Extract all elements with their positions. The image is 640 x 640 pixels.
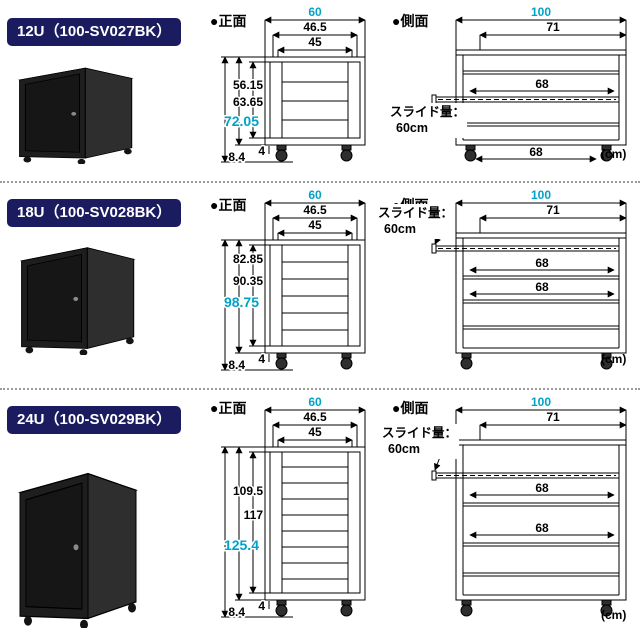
dim-side-shelf-upper: 68 — [535, 481, 549, 495]
dim-front-caster-height: 8.4 — [228, 358, 245, 372]
dim-front-width-mid: 46.5 — [303, 410, 327, 424]
dim-front-base-height: 4 — [258, 352, 265, 366]
caster-wheel — [126, 337, 134, 345]
dim-front-height-total: 72.05 — [224, 113, 259, 129]
dim-front-base-height: 4 — [258, 599, 265, 613]
slide-amount-label: スライド量： — [378, 206, 454, 220]
caster-wheel — [79, 349, 88, 355]
dim-front-height-mid: 63.65 — [233, 95, 263, 109]
dim-side-depth-top: 71 — [546, 410, 560, 424]
dim-side-depth-top: 71 — [546, 20, 560, 34]
dim-front-width-total: 60 — [308, 188, 322, 202]
door-handle — [73, 544, 79, 551]
caster-wheel — [77, 158, 86, 164]
slide-amount-value: 60cm — [384, 222, 416, 237]
dim-front-base-height: 4 — [258, 144, 265, 158]
dim-front-width-mid: 46.5 — [303, 20, 327, 34]
slide-amount-label: スライド量： — [382, 426, 458, 440]
dim-side-shelf-upper: 68 — [535, 256, 549, 270]
dim-front-width-mid: 46.5 — [303, 203, 327, 217]
dim-side-depth-total: 100 — [531, 5, 551, 19]
dim-front-width-inner: 45 — [308, 218, 322, 232]
dim-side-shelf-lower: 68 — [529, 145, 543, 159]
unit-note: (cm) — [601, 608, 627, 622]
dim-front-height-inner: 56.15 — [233, 78, 263, 92]
side-dimension-drawing-18u: 100 71 68 68 — [431, 188, 627, 370]
dim-side-shelf-upper: 68 — [535, 77, 549, 91]
dim-side-depth-top: 71 — [546, 203, 560, 217]
dim-front-height-mid: 117 — [244, 508, 264, 522]
rack-photo-shapes — [18, 472, 138, 628]
door-handle — [71, 112, 77, 116]
dim-side-depth-total: 100 — [531, 395, 551, 409]
unit-note: (cm) — [601, 147, 627, 161]
slide-amount-value: 60cm — [388, 442, 420, 457]
dim-front-height-inner: 109.5 — [233, 484, 263, 498]
dim-front-width-inner: 45 — [308, 35, 322, 49]
section-18u: 18U（100-SV028BK） ●正面 ●側面 — [0, 183, 640, 390]
product-photo-18u — [19, 247, 136, 355]
front-drawing-lines — [221, 406, 366, 618]
dim-front-height-total: 98.75 — [224, 294, 259, 310]
dim-front-caster-height: 8.4 — [228, 605, 245, 619]
side-drawing-lines — [431, 406, 627, 617]
front-view-label: ●正面 — [210, 400, 247, 416]
side-drawing-lines — [431, 199, 627, 370]
caster-wheel — [80, 619, 88, 628]
front-drawing-lines — [221, 16, 366, 163]
slide-amount-note: スライド量： 60cm — [388, 103, 468, 138]
front-view-label: ●正面 — [210, 13, 247, 29]
front-drawing-lines — [221, 199, 366, 371]
rack-photo-shapes — [17, 67, 134, 164]
unit-note: (cm) — [601, 352, 627, 366]
dim-side-shelf-lower: 68 — [535, 521, 549, 535]
side-dimension-drawing-24u: 100 71 68 68 — [431, 395, 627, 617]
section-12u: 12U（100-SV027BK） ●正面 ●側面 — [0, 0, 640, 183]
front-dimension-drawing-24u: 60 46.5 45 109.5 117 125.4 4 8.4 — [221, 395, 366, 621]
product-photo-12u — [17, 67, 134, 164]
dim-front-height-total: 125.4 — [224, 537, 259, 553]
model-badge: 18U（100-SV028BK） — [7, 199, 182, 227]
dim-side-shelf-lower: 68 — [535, 280, 549, 294]
caster-wheel — [124, 148, 132, 155]
dim-front-width-total: 60 — [308, 395, 322, 409]
dim-front-height-inner: 82.85 — [233, 252, 263, 266]
dim-front-caster-height: 8.4 — [228, 150, 245, 164]
door-handle — [73, 296, 79, 301]
slide-amount-value: 60cm — [396, 121, 428, 136]
dim-front-width-total: 60 — [308, 5, 322, 19]
dim-side-depth-total: 100 — [531, 188, 551, 202]
dim-front-height-mid: 90.35 — [233, 274, 263, 288]
caster-wheel — [23, 156, 32, 163]
rack-photo-shapes — [19, 247, 136, 355]
front-view-label: ●正面 — [210, 197, 247, 213]
model-badge: 24U（100-SV029BK） — [7, 406, 182, 434]
slide-amount-note: スライド量： 60cm — [380, 424, 460, 459]
side-dimension-drawing-12u: 100 71 68 68 — [431, 5, 627, 163]
caster-wheel — [25, 346, 34, 354]
side-view-label: ●側面 — [392, 400, 429, 416]
caster-wheel — [24, 616, 32, 626]
side-view-label: ●側面 — [392, 13, 429, 29]
section-24u: 24U（100-SV029BK） ●正面 ●側面 — [0, 390, 640, 640]
caster-wheel — [128, 603, 136, 613]
model-badge: 12U（100-SV027BK） — [7, 18, 182, 46]
front-dimension-drawing-18u: 60 46.5 45 82.85 90.35 98.75 4 8.4 — [221, 188, 366, 374]
slide-amount-note: スライド量： 60cm — [376, 204, 456, 239]
product-photo-24u — [18, 472, 138, 628]
dim-front-width-inner: 45 — [308, 425, 322, 439]
side-drawing-lines — [431, 16, 627, 163]
front-dimension-drawing-12u: 60 46.5 45 56.15 63.65 72.05 4 8.4 — [221, 5, 366, 166]
slide-amount-label: スライド量： — [390, 105, 466, 119]
